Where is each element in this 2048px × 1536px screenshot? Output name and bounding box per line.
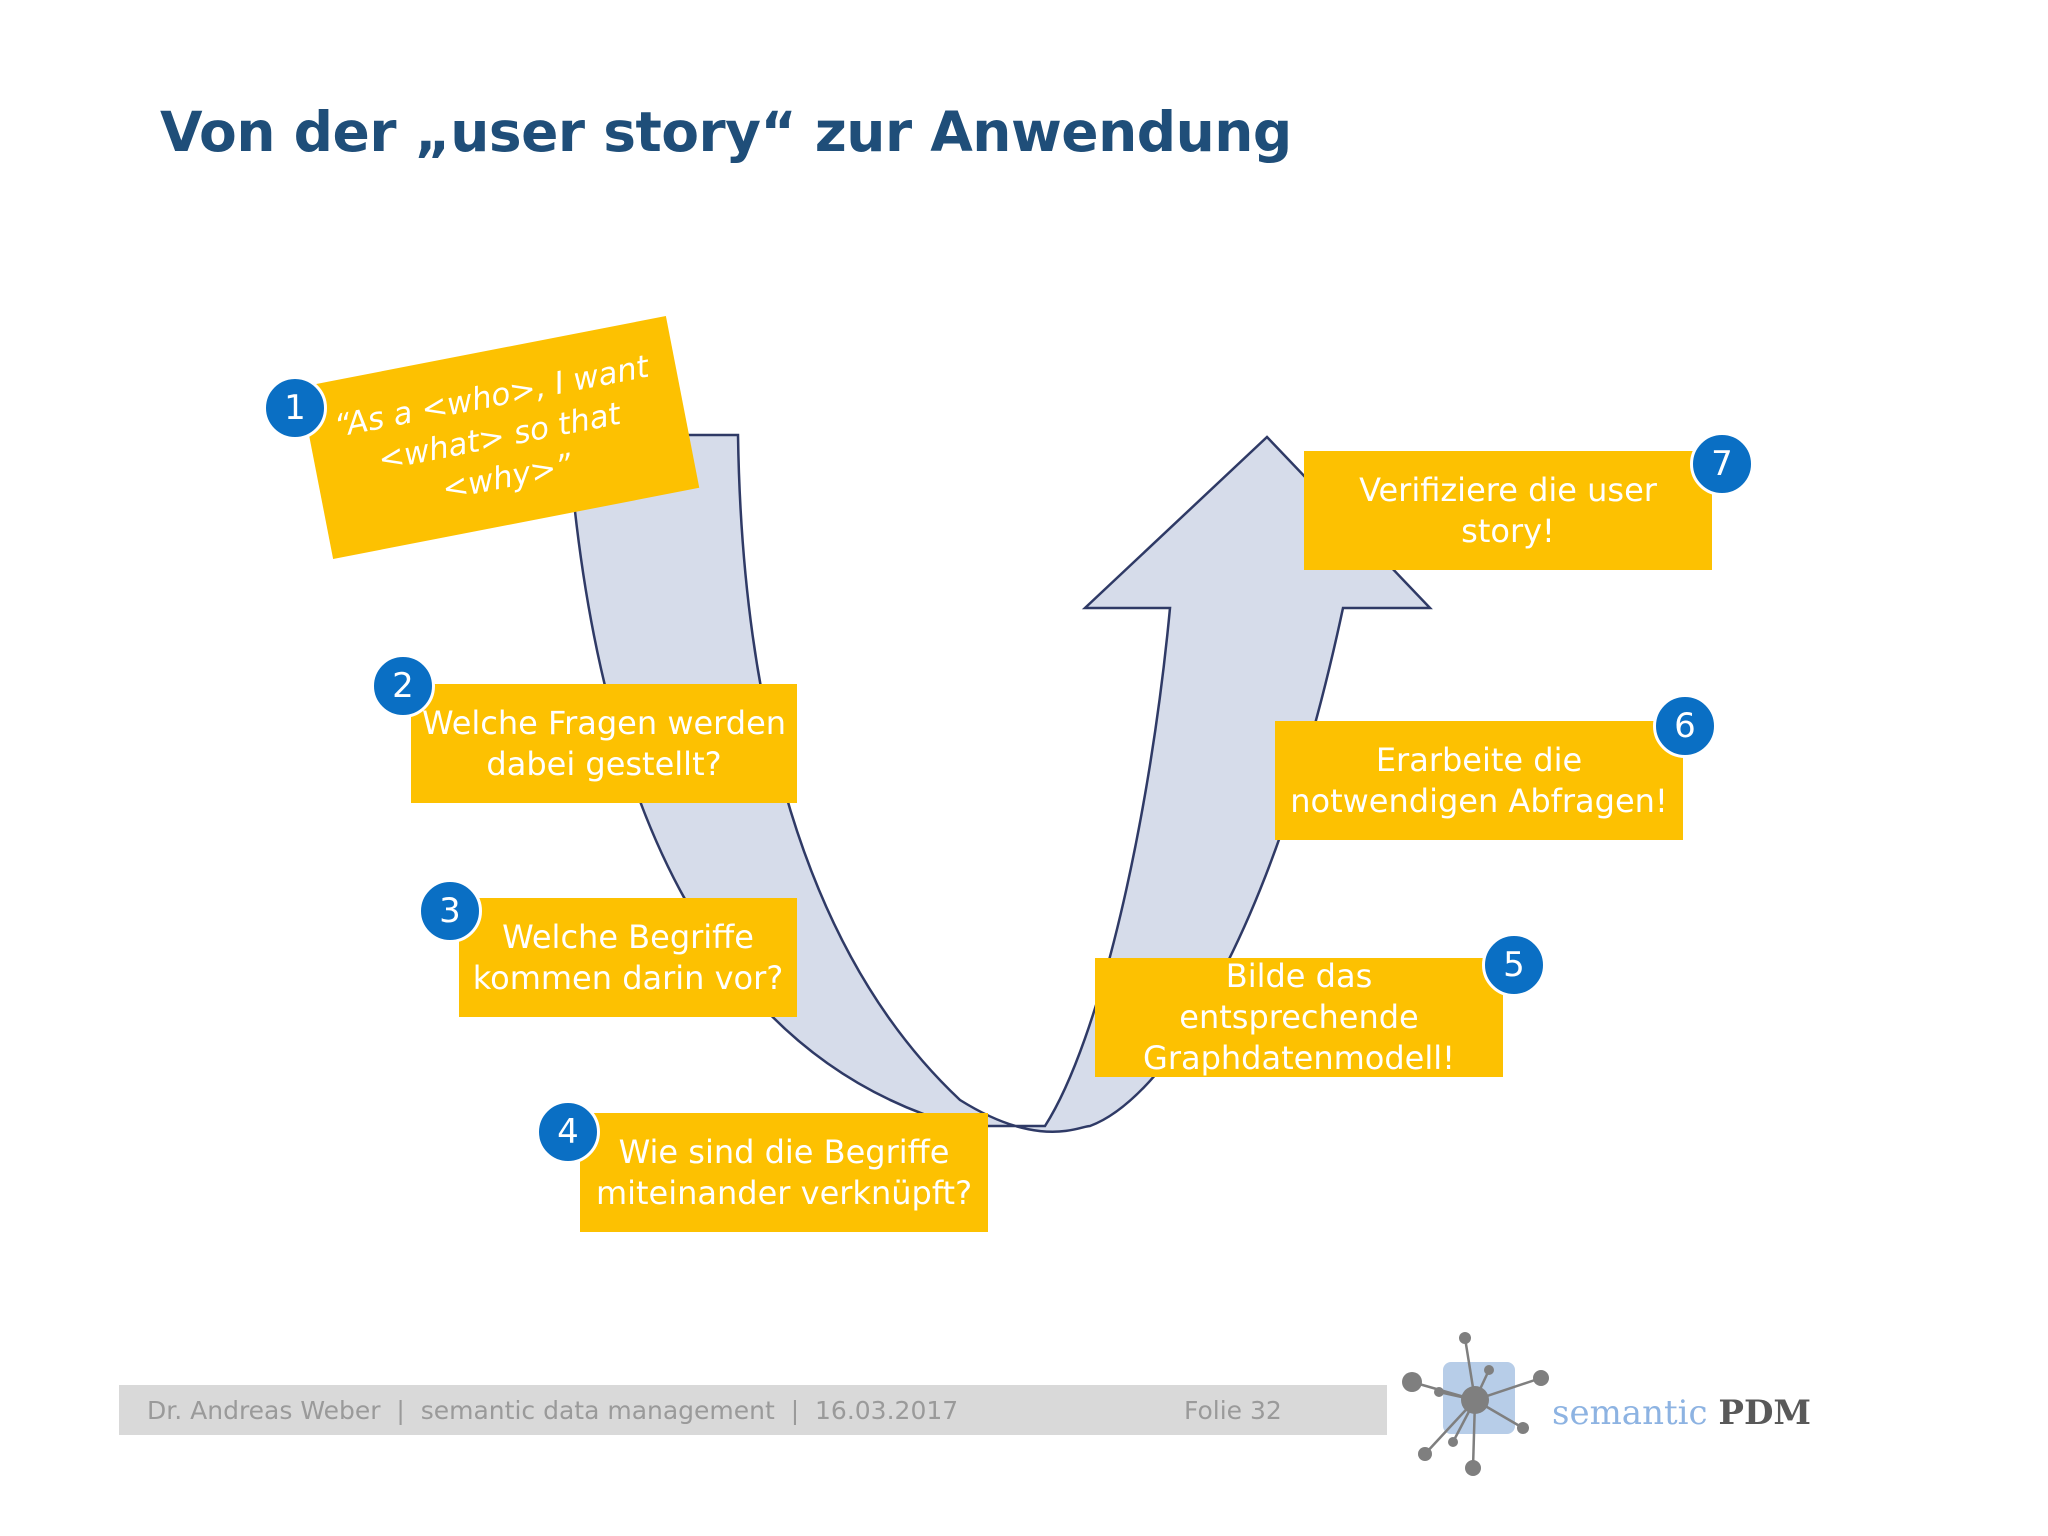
step-5-text: Bilde das entsprechende Graphdatenmodell… [1143,957,1455,1077]
step-7-box: Verifiziere die user story! [1304,451,1712,570]
step-6-box: Erarbeite die notwendigen Abfragen! [1275,721,1683,840]
step-4-text: Wie sind die Begriffe miteinander verknü… [595,1132,973,1212]
step-4-badge: 4 [536,1100,600,1164]
step-2-badge: 2 [371,654,435,718]
logo-word-semantic: semantic [1552,1393,1708,1433]
step-4-box: Wie sind die Begriffe miteinander verknü… [580,1113,988,1232]
step-7-badge: 7 [1690,432,1754,496]
slide-title: Von der „user story“ zur Anwendung [160,100,1292,164]
logo-word-pdm: PDM [1718,1393,1812,1433]
step-6-text: Erarbeite die notwendigen Abfragen! [1290,740,1668,820]
step-6-badge: 6 [1653,694,1717,758]
step-7-text: Verifiziere die user story! [1359,470,1657,550]
step-2-text: Welche Fragen werden dabei gestellt? [421,703,787,783]
step-2-box: Welche Fragen werden dabei gestellt? [411,684,797,803]
footer-bar: Dr. Andreas Weber | semantic data manage… [119,1385,1387,1435]
footer-meta: Dr. Andreas Weber | semantic data manage… [147,1396,959,1425]
logo-text: semantic PDM [1552,1393,1811,1433]
step-3-badge: 3 [418,879,482,943]
step-3-text: Welche Begriffe kommen darin vor? [472,917,784,997]
step-5-box: Bilde das entsprechende Graphdatenmodell… [1095,957,1503,1077]
step-1-badge: 1 [263,376,327,440]
step-3-box: Welche Begriffe kommen darin vor? [459,898,797,1017]
semantic-pdm-logo-icon [1402,1332,1549,1476]
step-5-badge: 5 [1482,933,1546,997]
footer-page-number: Folie 32 [1184,1396,1282,1425]
